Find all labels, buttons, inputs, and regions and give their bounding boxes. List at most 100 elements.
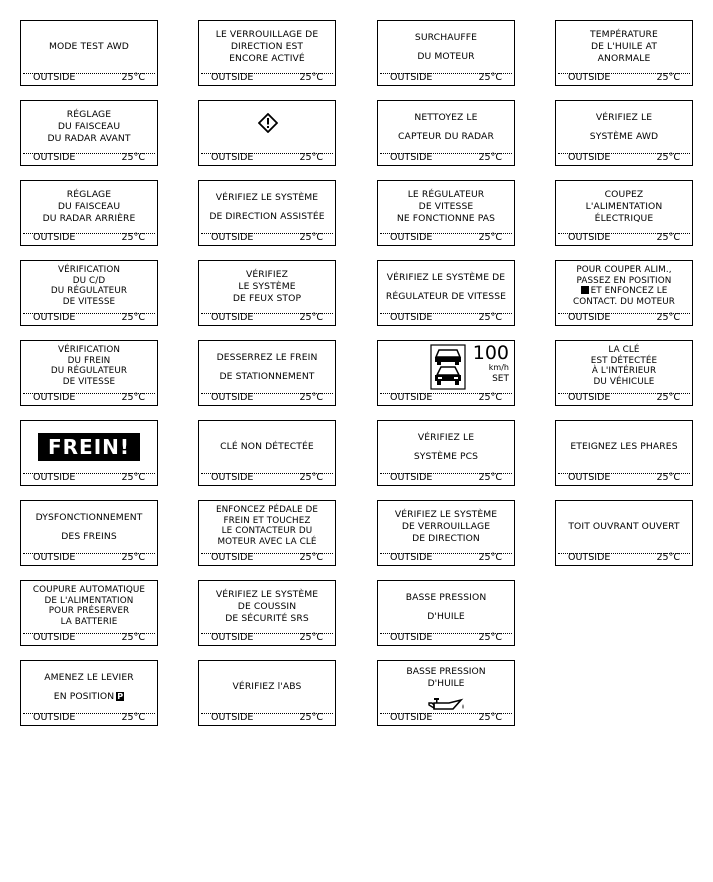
temperature: 25°C: [656, 152, 680, 163]
temperature: 25°C: [121, 552, 145, 563]
panel-footer: OUTSIDE 25°C: [378, 72, 514, 84]
separator: [380, 633, 512, 634]
cruise-car-icon: [430, 344, 466, 390]
temperature: 25°C: [478, 552, 502, 563]
separator: [201, 393, 333, 394]
separator: [558, 73, 690, 74]
temperature: 25°C: [478, 72, 502, 83]
panel-message: ETEIGNEZ LES PHARES: [570, 441, 678, 452]
outside-label: OUTSIDE: [390, 552, 433, 563]
panel-footer: OUTSIDE 25°C: [378, 552, 514, 564]
separator: [23, 233, 155, 234]
separator: [380, 153, 512, 154]
temperature: 25°C: [656, 72, 680, 83]
outside-label: OUTSIDE: [33, 632, 76, 643]
park-position-icon: P: [116, 692, 125, 701]
separator: [23, 73, 155, 74]
separator: [558, 153, 690, 154]
outside-label: OUTSIDE: [211, 72, 254, 83]
outside-label: OUTSIDE: [33, 72, 76, 83]
separator: [23, 553, 155, 554]
temperature: 25°C: [299, 712, 323, 723]
temperature: 25°C: [656, 232, 680, 243]
outside-label: OUTSIDE: [211, 552, 254, 563]
temperature: 25°C: [656, 392, 680, 403]
panel-footer: OUTSIDE 25°C: [199, 712, 335, 724]
separator: [558, 313, 690, 314]
outside-label: OUTSIDE: [33, 392, 76, 403]
temperature: 25°C: [299, 552, 323, 563]
outside-label: OUTSIDE: [211, 712, 254, 723]
separator: [201, 233, 333, 234]
temperature: 25°C: [121, 152, 145, 163]
outside-label: OUTSIDE: [33, 152, 76, 163]
outside-label: OUTSIDE: [390, 712, 433, 723]
speed-unit: km/h: [488, 363, 509, 372]
warning-diamond-icon: [258, 113, 278, 133]
panel-footer: OUTSIDE 25°C: [21, 152, 157, 164]
outside-label: OUTSIDE: [33, 472, 76, 483]
separator: [380, 73, 512, 74]
separator: [23, 153, 155, 154]
outside-label: OUTSIDE: [390, 152, 433, 163]
separator: [201, 73, 333, 74]
outside-label: OUTSIDE: [568, 392, 611, 403]
oil-can-icon: [428, 698, 464, 710]
push-button-square-icon: [580, 286, 589, 294]
panel-footer: OUTSIDE 25°C: [21, 472, 157, 484]
temperature: 25°C: [121, 472, 145, 483]
outside-label: OUTSIDE: [211, 632, 254, 643]
temperature: 25°C: [121, 312, 145, 323]
outside-label: OUTSIDE: [211, 232, 254, 243]
outside-label: OUTSIDE: [568, 232, 611, 243]
separator: [558, 393, 690, 394]
set-speed-value: 100: [472, 342, 509, 364]
temperature: 25°C: [656, 552, 680, 563]
temperature: 25°C: [656, 472, 680, 483]
outside-label: OUTSIDE: [390, 72, 433, 83]
